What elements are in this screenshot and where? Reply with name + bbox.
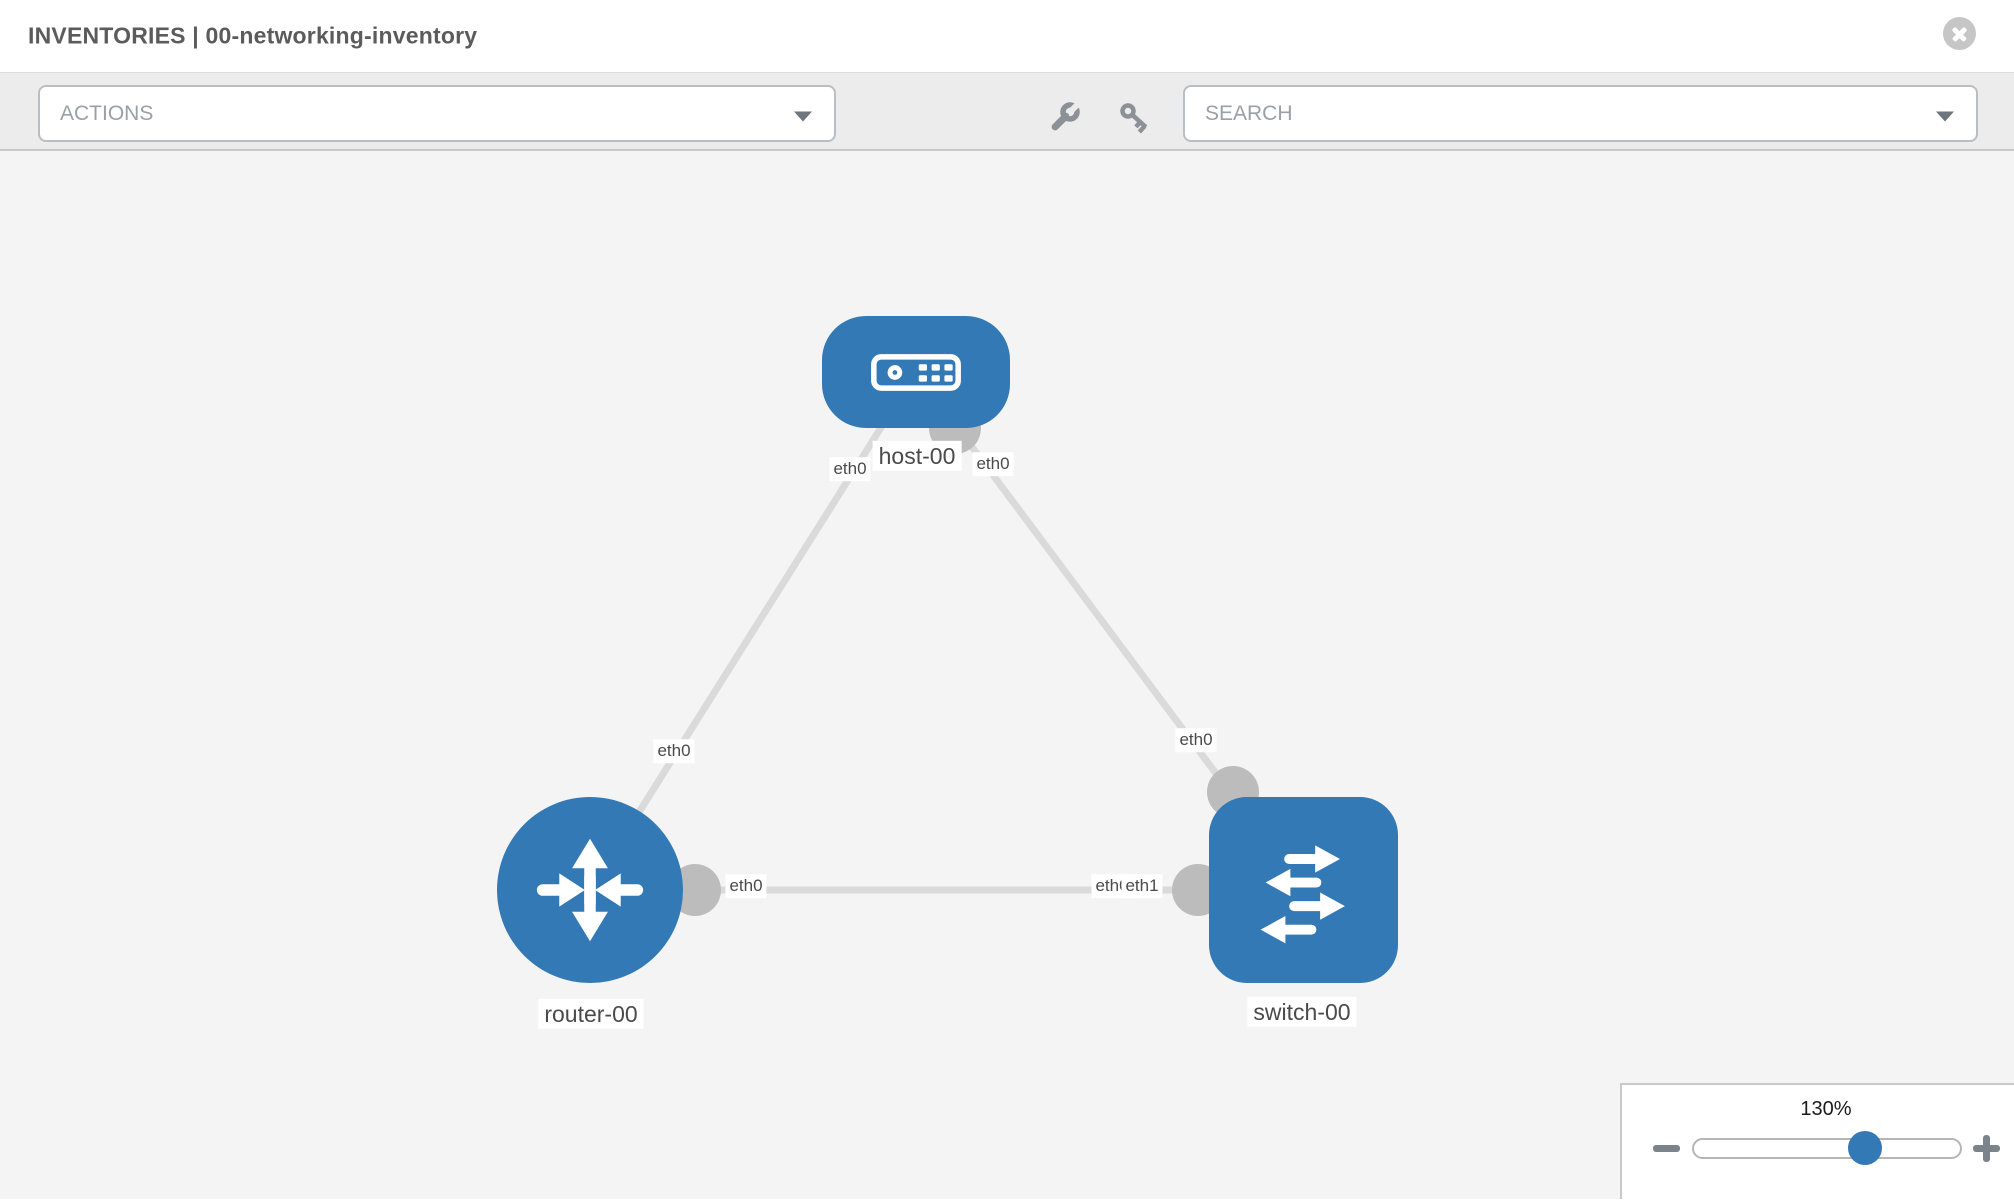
close-icon[interactable] — [1943, 17, 1976, 50]
interface-label: eth0 — [653, 739, 695, 763]
switch-icon — [1260, 845, 1345, 944]
node-router-00[interactable] — [497, 797, 683, 983]
zoom-slider-thumb[interactable] — [1848, 1131, 1882, 1165]
toolbar: ACTIONS SEARCH — [0, 72, 2014, 151]
node-host-00[interactable] — [822, 316, 1010, 428]
actions-dropdown-label: ACTIONS — [60, 101, 154, 125]
zoom-in-plus-icon[interactable] — [1973, 1135, 2000, 1162]
page-title: INVENTORIES | 00-networking-inventory — [28, 22, 478, 49]
chevron-down-icon — [794, 111, 812, 121]
node-label-switch: switch-00 — [1247, 996, 1357, 1028]
interface-label: eth0 — [829, 457, 871, 481]
node-switch-00[interactable] — [1209, 797, 1398, 983]
router-icon — [536, 838, 644, 942]
plus-bar — [1983, 1135, 1990, 1162]
actions-dropdown[interactable]: ACTIONS — [38, 85, 836, 142]
topology-edges — [587, 369, 1306, 916]
key-icon[interactable] — [1117, 101, 1153, 137]
topology-canvas[interactable]: eth0 eth0 eth0 eth0 eth0 eth0 eth1 host-… — [0, 151, 2014, 1199]
wrench-icon[interactable] — [1047, 101, 1083, 137]
host-icon — [871, 353, 961, 391]
search-dropdown[interactable]: SEARCH — [1183, 85, 1978, 142]
node-label-host: host-00 — [872, 440, 962, 472]
chevron-down-icon — [1936, 111, 1954, 121]
interface-label: eth0 — [972, 452, 1014, 476]
search-placeholder: SEARCH — [1205, 101, 1293, 125]
zoom-out-minus-icon[interactable] — [1653, 1145, 1680, 1152]
zoom-panel: 130% — [1620, 1083, 2014, 1199]
node-label-router: router-00 — [538, 998, 644, 1030]
header-bar: INVENTORIES | 00-networking-inventory — [0, 0, 2014, 72]
interface-label: eth1 — [1121, 874, 1163, 898]
interface-label: eth0 — [725, 874, 767, 898]
interface-label: eth0 — [1175, 728, 1217, 752]
zoom-slider-track[interactable] — [1692, 1138, 1962, 1159]
zoom-level-value: 130% — [1800, 1098, 1852, 1120]
